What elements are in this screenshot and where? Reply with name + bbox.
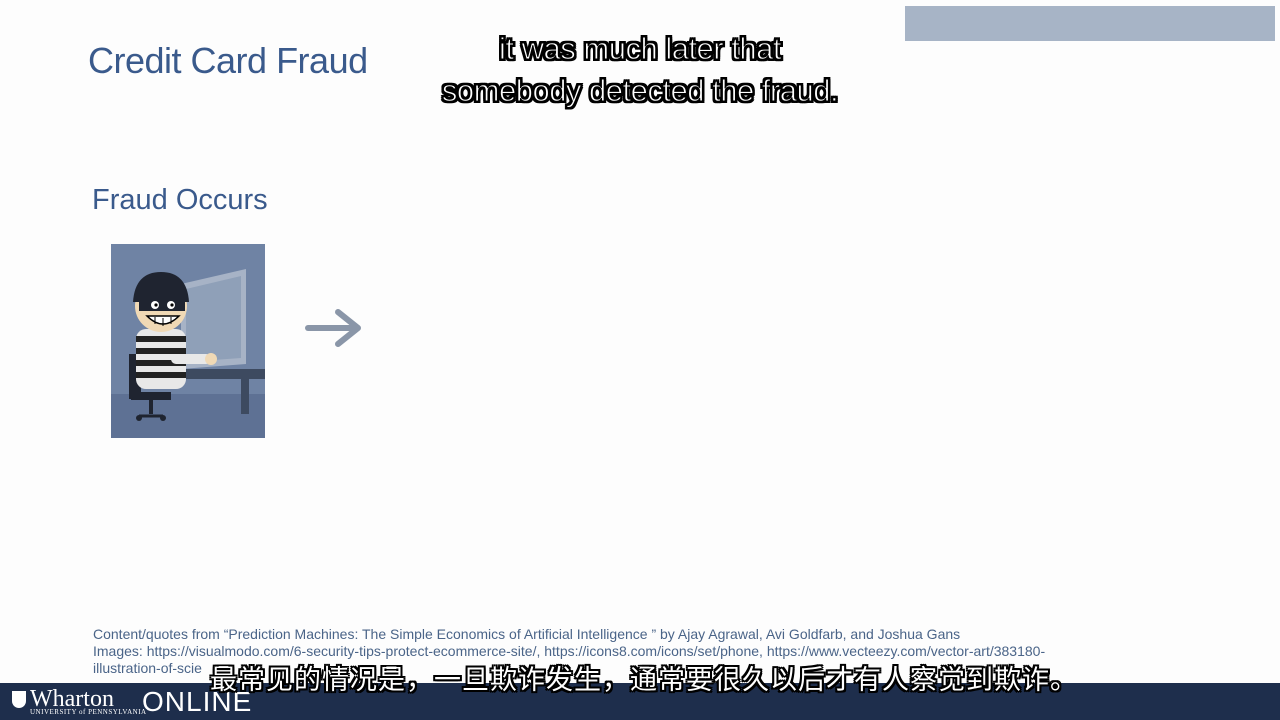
online-wordmark: ONLINE <box>142 686 253 717</box>
penn-shield-icon <box>12 691 26 708</box>
english-subtitle-line-1: it was much later that <box>499 31 782 67</box>
right-arrow-icon <box>304 306 364 350</box>
wharton-logo: Wharton <box>12 686 114 713</box>
brand-bar <box>0 683 1280 720</box>
english-subtitle: it was much later that somebody detected… <box>380 28 900 112</box>
top-right-decorative-bar <box>905 6 1275 41</box>
footer-credit-line-2: Images: https://visualmodo.com/6-securit… <box>93 643 1046 659</box>
english-subtitle-line-2: somebody detected the fraud. <box>441 73 839 109</box>
section-heading: Fraud Occurs <box>92 184 268 216</box>
footer-credit-line-3: illustration-of-scie <box>93 660 202 676</box>
slide-title: Credit Card Fraud <box>88 40 368 81</box>
footer-credits: Content/quotes from “Prediction Machines… <box>93 626 1193 677</box>
chinese-subtitle: 最常见的情况是，一旦欺诈发生，通常要很久以后才有人察觉到欺诈。 <box>210 665 1078 695</box>
hacker-at-computer-icon <box>111 244 265 438</box>
wharton-wordmark: Wharton <box>30 686 114 712</box>
footer-credit-line-1: Content/quotes from “Prediction Machines… <box>93 626 961 642</box>
university-wordmark: UNIVERSITY of PENNSYLVANIA <box>30 708 147 716</box>
hacker-illustration <box>111 244 265 438</box>
